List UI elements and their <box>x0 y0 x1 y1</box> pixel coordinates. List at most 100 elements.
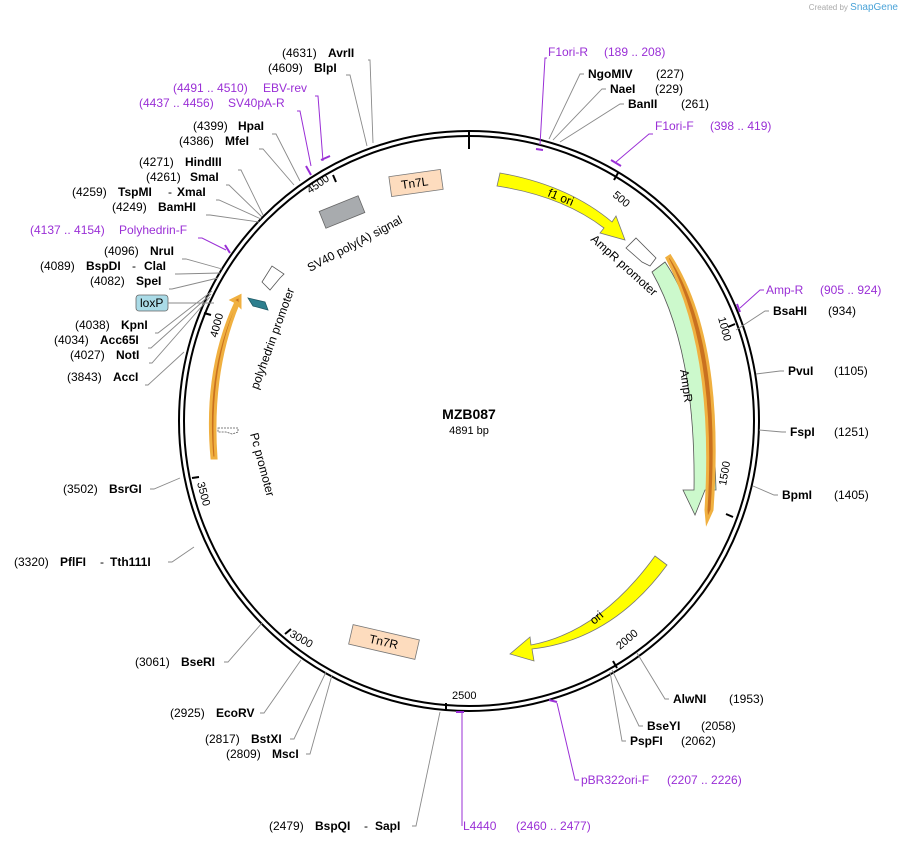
enzyme-name[interactable]: TspMI <box>118 185 152 199</box>
tick-marks <box>191 172 736 710</box>
enzyme-pos: (261) <box>681 97 709 111</box>
enzyme-leader-lines <box>145 59 786 827</box>
snapgene-brand: Created by SnapGene <box>809 2 898 13</box>
enzyme-name[interactable]: PvuI <box>788 364 813 378</box>
enzyme-name[interactable]: SmaI <box>190 170 219 184</box>
tick-label-3000: 3000 <box>288 628 315 651</box>
enzyme-name[interactable]: Acc65I <box>100 333 139 347</box>
primer-range: (4437 .. 4456) <box>139 96 214 110</box>
enzyme-name[interactable]: BsaHI <box>773 304 807 318</box>
enzyme-name[interactable]: BstXI <box>251 732 282 746</box>
enzyme-name[interactable]: NaeI <box>610 82 635 96</box>
enzyme-pos: (1405) <box>834 488 869 502</box>
enzyme-pos: (4034) <box>54 333 89 347</box>
primer-name[interactable]: Polyhedrin-F <box>119 223 187 237</box>
pc-promoter-label: Pc promoter <box>247 431 277 498</box>
ampr-orf-bar <box>665 253 716 527</box>
loxp-label: loxP <box>140 296 163 310</box>
enzyme-pos: (934) <box>828 304 856 318</box>
enzyme-pos: (2479) <box>269 819 304 833</box>
tick-label-1000: 1000 <box>715 316 733 343</box>
primer-name[interactable]: pBR322ori-F <box>581 773 649 787</box>
enzyme-pos: (3843) <box>67 370 102 384</box>
plasmid-name: MZB087 <box>442 406 496 422</box>
primer-labels: (4491 .. 4510) EBV-rev (4437 .. 4456) SV… <box>30 45 881 833</box>
enzyme-name[interactable]: MfeI <box>225 134 249 148</box>
primer-range: (4137 .. 4154) <box>30 223 105 237</box>
enzyme-labels-top-left: (4631) AvrII (4609) BlpI (4399) HpaI (43… <box>14 46 400 833</box>
ori-feature[interactable] <box>509 555 668 662</box>
enzyme-pos: (2817) <box>205 732 240 746</box>
enzyme-name[interactable]: PflFI <box>60 555 86 569</box>
tick-label-1500: 1500 <box>717 460 733 486</box>
created-by-label: Created by <box>808 3 848 12</box>
enzyme-name[interactable]: AvrII <box>328 46 354 60</box>
enzyme-name[interactable]: SapI <box>375 819 400 833</box>
enzyme-name[interactable]: HpaI <box>238 119 264 133</box>
enzyme-pos: (4609) <box>268 61 303 75</box>
enzyme-pos: (1953) <box>729 692 764 706</box>
enzyme-name[interactable]: MscI <box>272 747 299 761</box>
tn7l-label: Tn7L <box>400 174 429 192</box>
enzyme-name[interactable]: BseRI <box>181 655 215 669</box>
enzyme-pos: (3502) <box>63 482 98 496</box>
ampr-promoter-arrow <box>625 237 657 267</box>
enzyme-name[interactable]: BspQI <box>315 819 350 833</box>
enzyme-pos: (4082) <box>90 274 125 288</box>
enzyme-name[interactable]: EcoRV <box>216 706 254 720</box>
enzyme-name[interactable]: FspI <box>790 425 815 439</box>
primer-name[interactable]: EBV-rev <box>263 81 307 95</box>
enzyme-pos: (4399) <box>193 119 228 133</box>
loxp-feature[interactable]: loxP <box>135 294 169 312</box>
tn7r-feature[interactable]: Tn7R <box>348 624 420 660</box>
enzyme-name[interactable]: BspDI <box>86 259 121 273</box>
enzyme-name[interactable]: AccI <box>113 370 138 384</box>
primer-range: (2460 .. 2477) <box>516 819 591 833</box>
enzyme-name[interactable]: Tth111I <box>110 555 151 569</box>
enzyme-name[interactable]: SpeI <box>136 274 161 288</box>
primer-name[interactable]: L4440 <box>463 819 497 833</box>
enzyme-name[interactable]: AlwNI <box>673 692 706 706</box>
tn7l-feature[interactable]: Tn7L <box>388 169 444 197</box>
enzyme-name[interactable]: BseYI <box>647 719 680 733</box>
primer-binding-marks <box>224 148 741 713</box>
primer-range: (905 .. 924) <box>820 283 881 297</box>
sv40-polya-label: SV40 poly(A) signal <box>305 213 405 275</box>
enzyme-name[interactable]: BlpI <box>314 61 337 75</box>
primer-range: (4491 .. 4510) <box>173 81 248 95</box>
enzyme-name[interactable]: PspFI <box>630 734 663 748</box>
svg-text:-: - <box>364 819 368 833</box>
f1-ori-label: f1 ori <box>546 186 576 209</box>
enzyme-name[interactable]: NgoMIV <box>588 67 633 81</box>
tick-label-2500: 2500 <box>452 690 476 702</box>
enzyme-name[interactable]: NotI <box>116 348 139 362</box>
svg-text:-: - <box>132 259 136 273</box>
svg-text:-: - <box>100 555 104 569</box>
polyhedrin-orf-bar <box>208 293 242 460</box>
enzyme-pos: (229) <box>655 82 683 96</box>
enzyme-name[interactable]: ClaI <box>144 259 166 273</box>
primer-name[interactable]: Amp-R <box>766 283 804 297</box>
primer-range: (189 .. 208) <box>604 45 665 59</box>
primer-name[interactable]: F1ori-F <box>655 119 694 133</box>
enzyme-name[interactable]: BpmI <box>782 488 812 502</box>
primer-name[interactable]: SV40pA-R <box>228 96 285 110</box>
f1-ori-feature[interactable] <box>496 172 626 241</box>
primer-range: (398 .. 419) <box>710 119 771 133</box>
enzyme-pos: (3320) <box>14 555 49 569</box>
enzyme-name[interactable]: BanII <box>628 97 657 111</box>
primer-leader-lines <box>198 57 764 826</box>
enzyme-name[interactable]: KpnI <box>121 318 148 332</box>
enzyme-pos: (2809) <box>226 747 261 761</box>
enzyme-pos: (4089) <box>40 259 75 273</box>
enzyme-name[interactable]: NruI <box>150 244 174 258</box>
enzyme-pos: (4259) <box>72 185 107 199</box>
primer-name[interactable]: F1ori-R <box>548 45 588 59</box>
enzyme-name[interactable]: BsrGI <box>109 482 142 496</box>
enzyme-pos: (4261) <box>146 170 181 184</box>
enzyme-name[interactable]: BamHI <box>158 200 196 214</box>
tick-label-4500: 4500 <box>305 173 332 197</box>
sv40-polya-feature[interactable] <box>318 195 366 229</box>
enzyme-name[interactable]: XmaI <box>177 185 206 199</box>
enzyme-name[interactable]: HindIII <box>185 155 222 169</box>
